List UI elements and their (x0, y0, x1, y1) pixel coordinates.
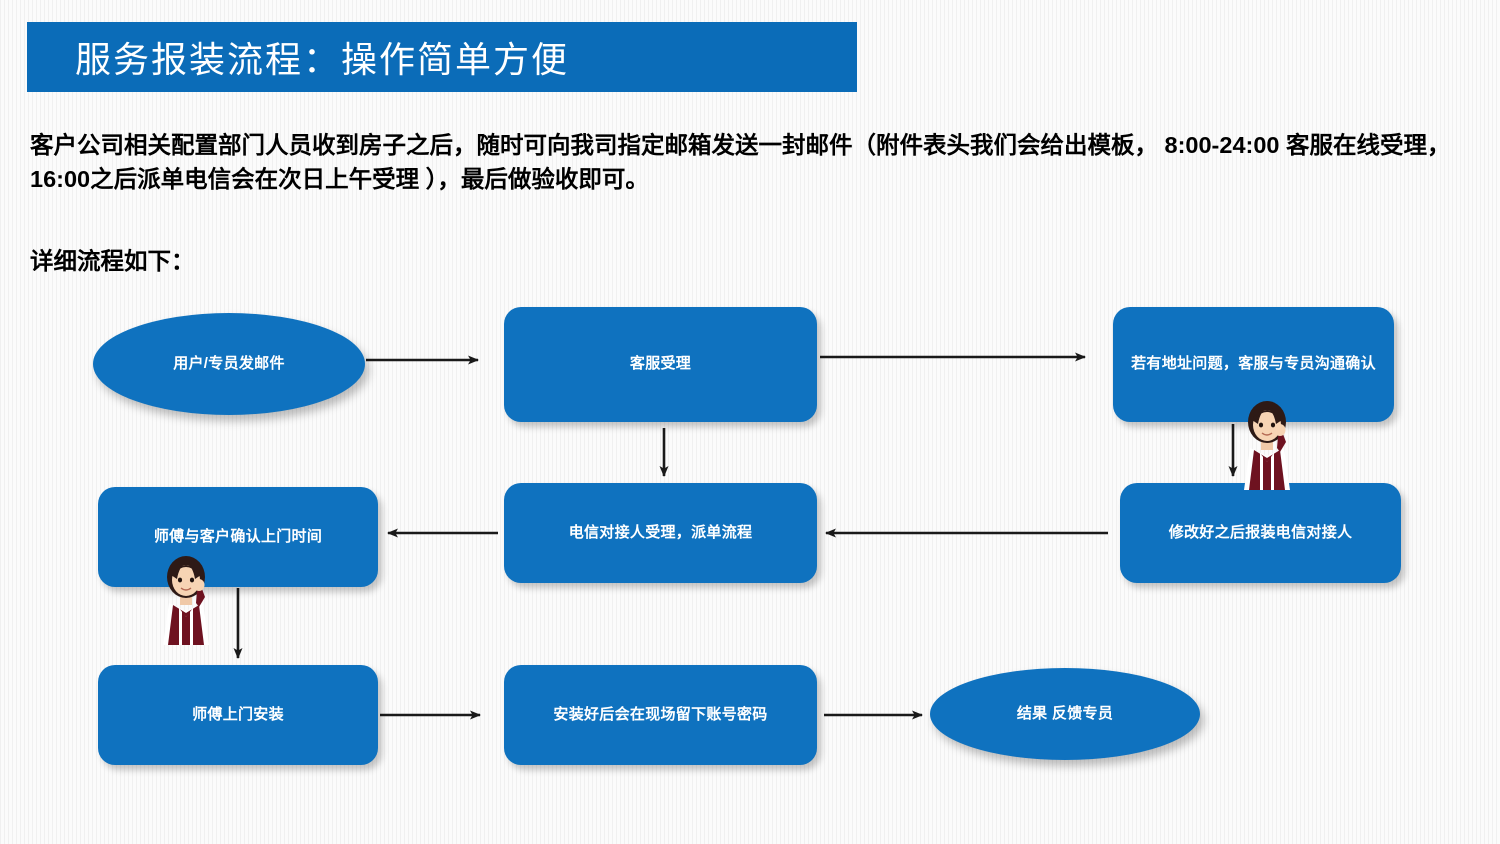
slide-title-bar: 服务报装流程：操作简单方便 (27, 22, 857, 92)
flow-node-address-issue-confirm[interactable]: 若有地址问题，客服与专员沟通确认 (1113, 307, 1394, 422)
page-title: 服务报装流程：操作简单方便 (75, 40, 570, 81)
flow-node-technician-install[interactable]: 师傅上门安装 (98, 665, 378, 765)
flow-node-leave-account-password[interactable]: 安装好后会在现场留下账号密码 (504, 665, 817, 765)
flow-node-resubmit-to-telecom[interactable]: 修改好之后报装电信对接人 (1120, 483, 1401, 583)
customer-service-agent-icon (1244, 401, 1290, 490)
intro-paragraph: 客户公司相关配置部门人员收到房子之后，随时可向我司指定邮箱发送一封邮件（附件表头… (30, 132, 1451, 193)
flow-node-customer-service-accept[interactable]: 客服受理 (504, 307, 817, 422)
flow-node-result-feedback[interactable]: 结果 反馈专员 (930, 668, 1200, 760)
subheading: 详细流程如下： (30, 248, 195, 274)
flow-node-user-send-email[interactable]: 用户/专员发邮件 (93, 313, 365, 415)
customer-service-agent-icon (163, 556, 209, 645)
flow-node-technician-confirm-time[interactable]: 师傅与客户确认上门时间 (98, 487, 378, 587)
flow-node-telecom-contact-dispatch[interactable]: 电信对接人受理，派单流程 (504, 483, 817, 583)
